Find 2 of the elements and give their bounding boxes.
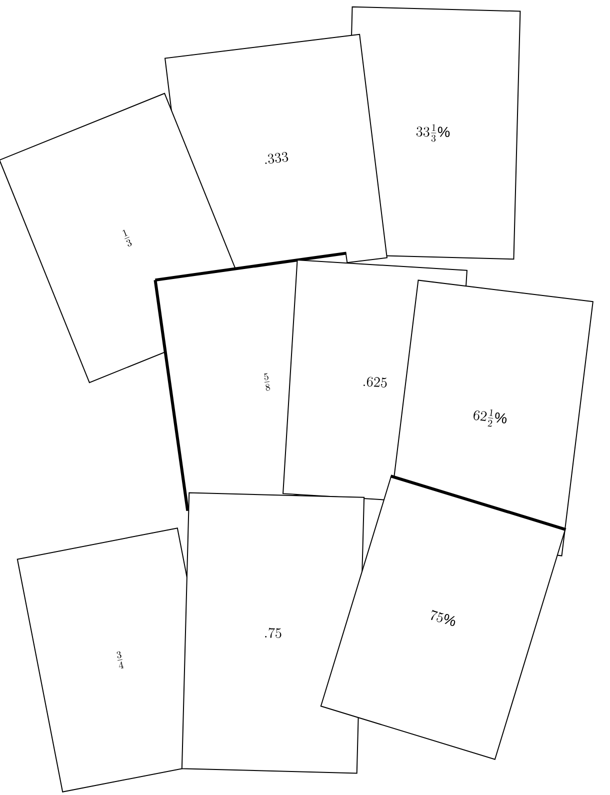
card: $.75$ — [181, 492, 365, 774]
card: $75\%$ — [320, 474, 566, 760]
